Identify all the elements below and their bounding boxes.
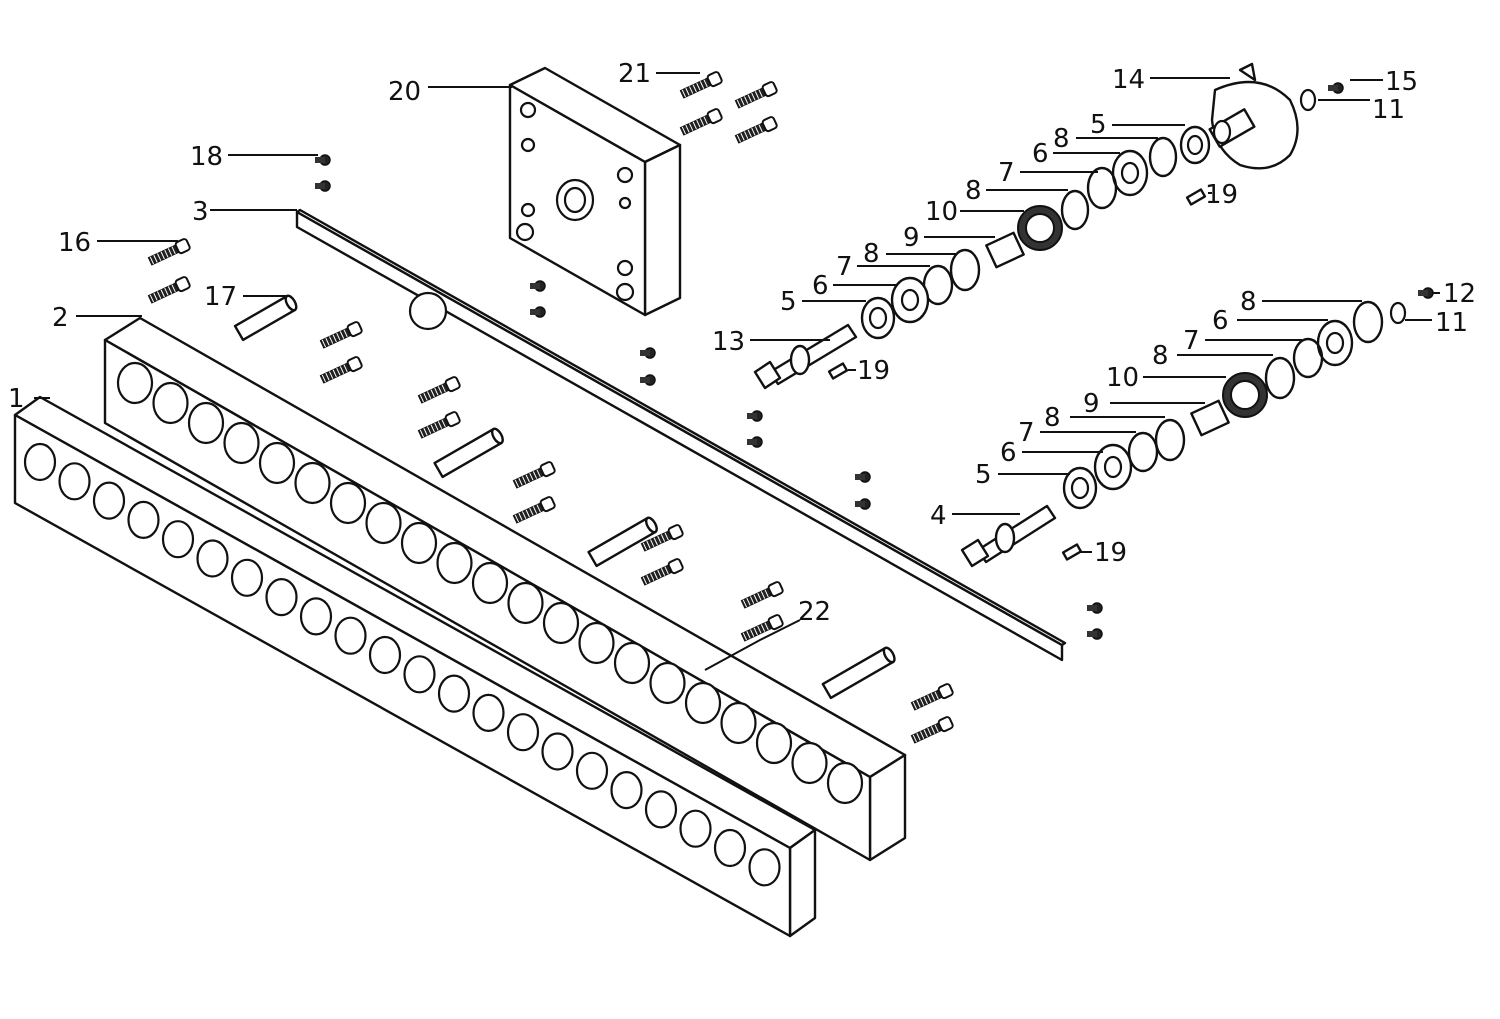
label-7d: 7: [1018, 418, 1035, 448]
front-bar-holes: [23, 442, 781, 887]
pocket: [578, 621, 615, 665]
leader-lines: [34, 72, 1440, 671]
pocket: [542, 601, 580, 645]
bar-hole: [748, 848, 781, 887]
pocket: [755, 721, 793, 765]
bar-hole: [679, 809, 712, 848]
bar-hole: [196, 539, 229, 578]
label-8d: 8: [1240, 287, 1257, 317]
pocket: [684, 681, 722, 725]
bar-hole: [437, 674, 471, 713]
bar-hole: [92, 481, 126, 520]
pocket: [258, 441, 296, 485]
bar-hole: [299, 597, 333, 636]
pocket: [187, 401, 225, 445]
pocket: [471, 561, 509, 605]
label-17: 17: [204, 282, 237, 312]
label-6a: 6: [1032, 139, 1049, 169]
cover-block: [508, 66, 682, 317]
label-14: 14: [1112, 65, 1145, 95]
gasket-plate: [295, 208, 1067, 662]
label-6d: 6: [1000, 438, 1017, 468]
label-8a: 8: [1053, 124, 1070, 154]
bar-hole: [472, 693, 505, 733]
pocket: [613, 641, 651, 685]
bar-hole: [334, 616, 367, 655]
bar-hole: [713, 828, 747, 868]
bar-hole: [161, 520, 195, 559]
pocket: [436, 541, 473, 585]
bar-hole: [644, 790, 678, 829]
bar-hole: [265, 577, 298, 617]
bar-hole: [127, 500, 160, 540]
label-3: 3: [192, 197, 209, 227]
upper-drive-assembly: [753, 62, 1317, 390]
pocket: [152, 381, 189, 425]
label-6c: 6: [1212, 306, 1229, 336]
label-7c: 7: [1183, 326, 1200, 356]
part-labels: 1 2 3 4 5 5 5 6 6 6 6 7 7 7 7 8 8 8 8 8 …: [8, 59, 1476, 627]
label-7a: 7: [998, 158, 1015, 188]
pocket: [365, 501, 402, 545]
label-5a: 5: [1090, 110, 1107, 140]
pocket: [294, 461, 331, 505]
bar-hole: [575, 751, 609, 790]
label-7b: 7: [836, 252, 853, 282]
bar-hole: [58, 462, 91, 501]
label-8e: 8: [1152, 341, 1169, 371]
label-4: 4: [930, 501, 947, 531]
label-10b: 10: [1106, 363, 1139, 393]
label-2: 2: [52, 303, 69, 333]
label-8c: 8: [863, 239, 880, 269]
pocket: [649, 661, 686, 705]
label-19c: 19: [1094, 538, 1127, 568]
label-18: 18: [190, 142, 223, 172]
pocket-bar-pockets: [116, 361, 864, 805]
label-8f: 8: [1044, 403, 1061, 433]
bar-hole: [368, 635, 402, 675]
label-5b: 5: [780, 287, 797, 317]
lower-drive-assembly: [960, 300, 1407, 568]
pocket: [223, 421, 260, 465]
label-1: 1: [8, 384, 25, 414]
label-19b: 19: [857, 356, 890, 386]
label-13: 13: [712, 327, 745, 357]
label-21: 21: [618, 59, 651, 89]
label-15: 15: [1385, 67, 1418, 97]
bar-hole: [23, 442, 57, 482]
label-11b: 11: [1435, 308, 1468, 338]
bar-hole: [610, 770, 643, 810]
label-19a: 19: [1205, 180, 1238, 210]
pocket: [116, 361, 154, 405]
pocket: [400, 521, 438, 565]
pocket: [720, 701, 757, 745]
dowel-pins: [233, 294, 896, 700]
bar-hole: [230, 558, 264, 597]
bar-hole: [403, 655, 436, 694]
pocket: [791, 741, 828, 785]
label-16: 16: [58, 228, 91, 258]
bar-hole: [506, 713, 540, 752]
pocket: [826, 761, 864, 805]
label-8b: 8: [965, 176, 982, 206]
bar-hole: [541, 732, 574, 771]
label-12: 12: [1443, 279, 1476, 309]
label-6b: 6: [812, 271, 829, 301]
pocket: [329, 481, 367, 525]
pocket: [507, 581, 544, 625]
label-9a: 9: [903, 223, 920, 253]
label-22: 22: [798, 597, 831, 627]
label-5c: 5: [975, 460, 992, 490]
label-9b: 9: [1083, 389, 1100, 419]
label-20: 20: [388, 77, 421, 107]
label-11a: 11: [1372, 95, 1405, 125]
label-10a: 10: [925, 197, 958, 227]
